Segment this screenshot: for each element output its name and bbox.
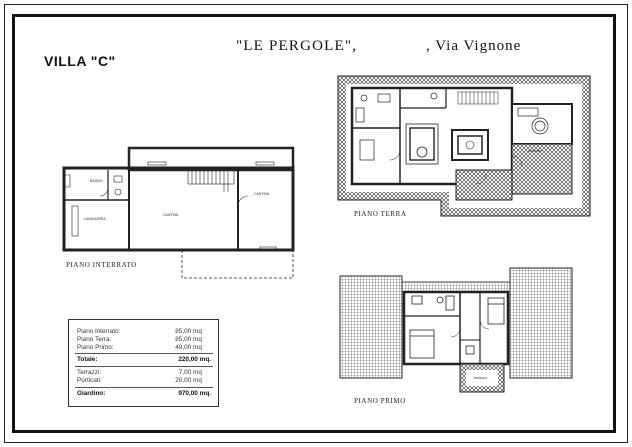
area-value: 49,00 [175, 344, 192, 351]
plan-primo [339, 267, 573, 393]
label-piano-primo: PIANO PRIMO [354, 397, 406, 405]
area-label: Piano interrato: [77, 328, 121, 335]
extra-label: Terrazzi: [77, 369, 102, 376]
table-divider [75, 387, 213, 388]
garden-label: Giardino: [77, 390, 106, 397]
garden-row: Giardino: 970,00 mq. [77, 390, 213, 398]
area-row: Piano Terra: 85,00 mq [77, 336, 213, 344]
garden-value: 970,00 mq. [178, 390, 211, 397]
room-terrazzo: terrazzo [474, 376, 487, 380]
plan-interrato [62, 146, 295, 279]
area-unit: mq [193, 328, 202, 335]
villa-name: VILLA "C" [44, 53, 116, 69]
area-unit: mq [193, 336, 202, 343]
room-cantina-main: CANTINA [163, 213, 179, 217]
area-value: 85,00 [175, 336, 192, 343]
extra-row: Terrazzi: 7,00 mq [77, 369, 213, 377]
area-row: Piano Primo: 49,00 mq [77, 344, 213, 352]
room-bagno: BAGNO [90, 179, 103, 183]
extra-value: 20,00 [175, 377, 192, 384]
street-address: , Via Vignone [426, 38, 522, 54]
area-label: Piano Terra: [77, 336, 112, 343]
total-row: Totale: 220,00 mq. [77, 356, 213, 364]
area-label: Piano Primo: [77, 344, 114, 351]
room-lavanderia: LAVANDERIA [84, 217, 106, 221]
extra-unit: mq [193, 369, 202, 376]
table-divider [75, 366, 213, 367]
extra-unit: mq [193, 377, 202, 384]
area-unit: mq [193, 344, 202, 351]
table-divider [75, 353, 213, 354]
label-piano-terra: PIANO TERRA [354, 210, 407, 218]
room-cantina-right: CANTINA [254, 192, 270, 196]
label-piano-interrato: PIANO INTERRATO [66, 261, 137, 269]
extra-value: 7,00 [178, 369, 192, 376]
room-porticato: porticato [528, 149, 542, 153]
project-title: "LE PERGOLE", [236, 38, 358, 54]
area-row: Piano interrato: 85,00 mq [77, 328, 213, 336]
area-value: 85,00 [175, 328, 192, 335]
plan-terra [337, 75, 591, 217]
extra-row: Porticati: 20,00 mq [77, 377, 213, 385]
total-value: 220,00 mq. [178, 356, 211, 363]
areas-table: Piano interrato: 85,00 mq Piano Terra: 8… [68, 319, 219, 407]
outer-frame [4, 4, 628, 443]
total-label: Totale: [77, 356, 98, 363]
extra-label: Porticati: [77, 377, 102, 384]
